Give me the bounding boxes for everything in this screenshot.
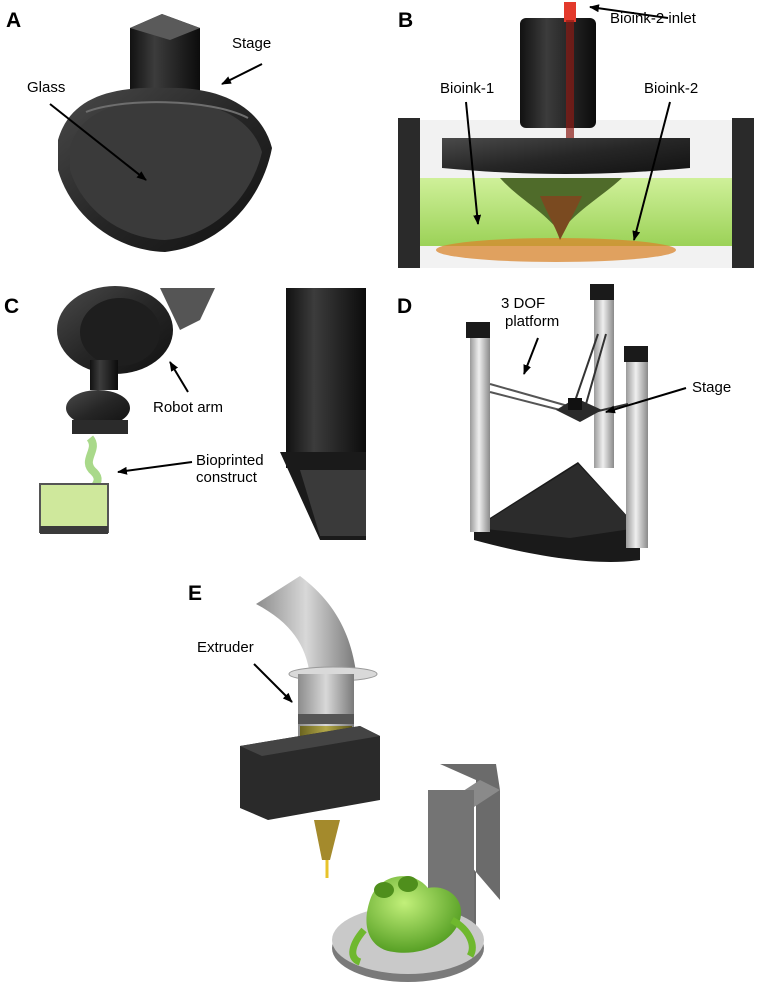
stage-illustration-a	[58, 14, 272, 252]
robot-arm-illustration-c	[39, 286, 366, 540]
panel-c: C Robot arm Bioprinted construct	[4, 286, 366, 540]
bioink-2-inlet-arrow	[589, 4, 669, 19]
bioink-2-inlet-tube	[564, 2, 576, 22]
panel-b: B Bioink-2 inlet Bioink-1 Bioink-2	[398, 2, 754, 268]
stage-arrow-a	[221, 63, 263, 85]
panel-e: E Extruder	[188, 576, 500, 982]
panel-a: A Stage Glass	[6, 9, 272, 252]
stage-label-d: Stage	[692, 379, 731, 396]
bioink-2-inlet-label: Bioink-2 inlet	[610, 10, 697, 27]
panel-b-letter: B	[398, 9, 413, 32]
bioink-2-label: Bioink-2	[644, 80, 698, 97]
bath-illustration-b	[398, 2, 754, 268]
bioink-2-arrow	[632, 101, 671, 241]
robot-arm-label: Robot arm	[153, 399, 223, 416]
construct-label-line2: construct	[196, 469, 258, 486]
construct-arrow	[117, 461, 193, 475]
glass-label-a: Glass	[27, 79, 65, 96]
extruder-label: Extruder	[197, 639, 254, 656]
platform-arrow	[523, 337, 539, 375]
panel-d-letter: D	[397, 295, 412, 318]
panel-d: D 3 DOF platform Stage	[397, 284, 731, 562]
bioink-1-label: Bioink-1	[440, 80, 494, 97]
platform-label-line2: platform	[505, 313, 559, 330]
construct-label-line1: Bioprinted	[196, 452, 264, 469]
panel-c-letter: C	[4, 295, 19, 318]
platform-label-line1: 3 DOF	[501, 295, 545, 312]
bioink-1-arrow	[465, 101, 482, 225]
robot-arm-arrow	[169, 361, 189, 393]
glass-arrow-a	[49, 103, 147, 181]
extruder-illustration-e	[240, 576, 500, 982]
extruder-arrow	[253, 663, 293, 703]
stage-label-a: Stage	[232, 35, 271, 52]
panel-a-letter: A	[6, 9, 21, 32]
panel-e-letter: E	[188, 582, 202, 605]
stage-arrow-d	[605, 387, 687, 414]
